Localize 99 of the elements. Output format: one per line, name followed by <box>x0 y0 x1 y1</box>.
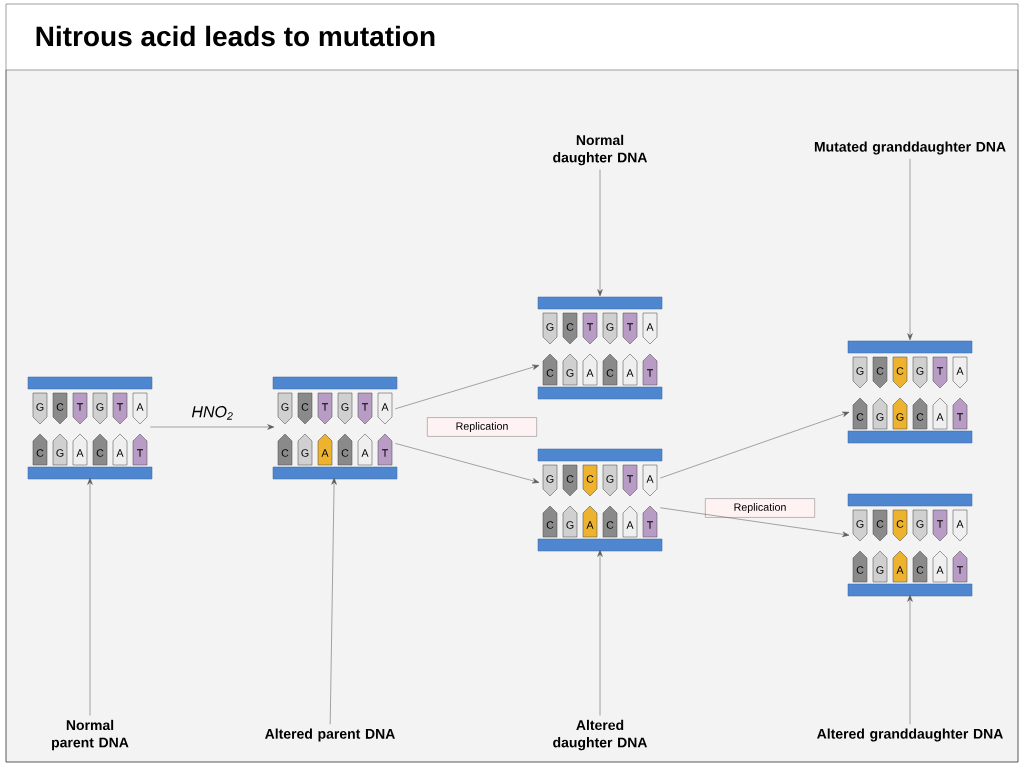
node-label: A <box>956 367 964 375</box>
node-label: T <box>936 367 944 375</box>
node-label: C <box>856 413 864 421</box>
node-label: C <box>566 475 574 483</box>
node-label: A <box>381 403 389 411</box>
node-label: C <box>916 566 924 574</box>
node-label: T <box>936 520 944 528</box>
node-label: G <box>916 367 924 375</box>
node-label: G <box>876 413 884 421</box>
node-label: A <box>626 369 634 377</box>
node-label: C <box>916 413 924 421</box>
node-label: C <box>546 521 554 529</box>
arrow <box>395 364 540 410</box>
node-label: T <box>646 369 654 377</box>
node-label: C <box>301 403 309 411</box>
dna-drawing: G C C G T A C G G C A T <box>847 340 973 444</box>
node-label: G <box>56 449 64 457</box>
caption-text: Altered parent DNA <box>265 728 395 742</box>
node-label: C <box>896 367 904 375</box>
node-label: T <box>586 323 594 331</box>
node-label: C <box>36 449 44 457</box>
arrow <box>660 411 850 479</box>
node-label: T <box>956 413 964 421</box>
node-label: G <box>876 566 884 574</box>
arrow <box>329 477 337 725</box>
dna-drawing: G C C G T A C G A C A T <box>537 448 663 552</box>
node-label: A <box>76 449 84 457</box>
node-label: C <box>876 367 884 375</box>
node-label: G <box>96 403 104 411</box>
dna-drawing: G C T G T A C G A C A T <box>27 376 153 480</box>
node-label: C <box>56 403 64 411</box>
node-label: G <box>856 520 864 528</box>
node-label: A <box>116 449 124 457</box>
node-label: G <box>281 403 289 411</box>
arrow <box>87 477 93 716</box>
node-label: G <box>566 369 574 377</box>
node-label: G <box>606 323 614 331</box>
node-label: G <box>546 323 554 331</box>
node-label: T <box>116 403 124 411</box>
arrow <box>597 169 603 297</box>
node-label: A <box>956 520 964 528</box>
edge-label: HNO$_{2}$ <box>191 406 233 420</box>
arrow <box>150 424 275 430</box>
node-label: T <box>381 449 389 457</box>
caption-text: Normal daughter DNA <box>553 134 648 166</box>
arrow <box>597 549 603 716</box>
node-label: C <box>606 369 614 377</box>
step-label: Replication <box>427 417 537 437</box>
node-label: T <box>76 403 84 411</box>
node-label: G <box>896 413 904 421</box>
node-label: C <box>566 323 574 331</box>
node-label: A <box>361 449 369 457</box>
node-label: T <box>361 403 369 411</box>
node-label: T <box>136 449 144 457</box>
arrow <box>395 443 540 484</box>
title: Nitrous acid leads to mutation <box>36 25 435 47</box>
node-label: A <box>626 521 634 529</box>
node-label: C <box>606 521 614 529</box>
node-label: C <box>281 449 289 457</box>
arrow <box>907 158 913 341</box>
dna-drawing: G C T G T A C G A C A T <box>537 296 663 400</box>
node-label: G <box>916 520 924 528</box>
node-label: C <box>96 449 104 457</box>
node-label: A <box>586 369 594 377</box>
node-label: T <box>956 566 964 574</box>
node-label: G <box>606 475 614 483</box>
node-label: T <box>626 475 634 483</box>
node-label: T <box>321 403 329 411</box>
node-label: C <box>586 475 594 483</box>
node-label: C <box>546 369 554 377</box>
node-label: C <box>856 566 864 574</box>
node-label: G <box>341 403 349 411</box>
arrow <box>660 507 850 537</box>
caption-text: Altered daughter DNA <box>553 719 648 751</box>
node-label: G <box>546 475 554 483</box>
caption-text: Mutated granddaughter DNA <box>814 141 1006 155</box>
dna-drawing: G C C G T A C G A C A T <box>847 493 973 597</box>
arrow <box>907 594 913 725</box>
node-label: C <box>341 449 349 457</box>
node-label: G <box>856 367 864 375</box>
node-label: T <box>646 521 654 529</box>
node-label: A <box>936 413 944 421</box>
node-label: A <box>896 566 904 574</box>
node-label: G <box>566 521 574 529</box>
caption-text: Normal parent DNA <box>52 719 129 751</box>
node-label: C <box>896 520 904 528</box>
node-label: G <box>301 449 309 457</box>
node-label: A <box>586 521 594 529</box>
node-label: A <box>936 566 944 574</box>
node-label: A <box>646 323 654 331</box>
step-label: Replication <box>705 498 815 518</box>
caption-text: Altered granddaughter DNA <box>817 728 1003 742</box>
node-label: A <box>321 449 329 457</box>
node-label: C <box>876 520 884 528</box>
node-label: A <box>136 403 144 411</box>
node-label: T <box>626 323 634 331</box>
dna-drawing: G C T G T A C G A C A T <box>272 376 398 480</box>
node-label: G <box>36 403 44 411</box>
node-label: A <box>646 475 654 483</box>
